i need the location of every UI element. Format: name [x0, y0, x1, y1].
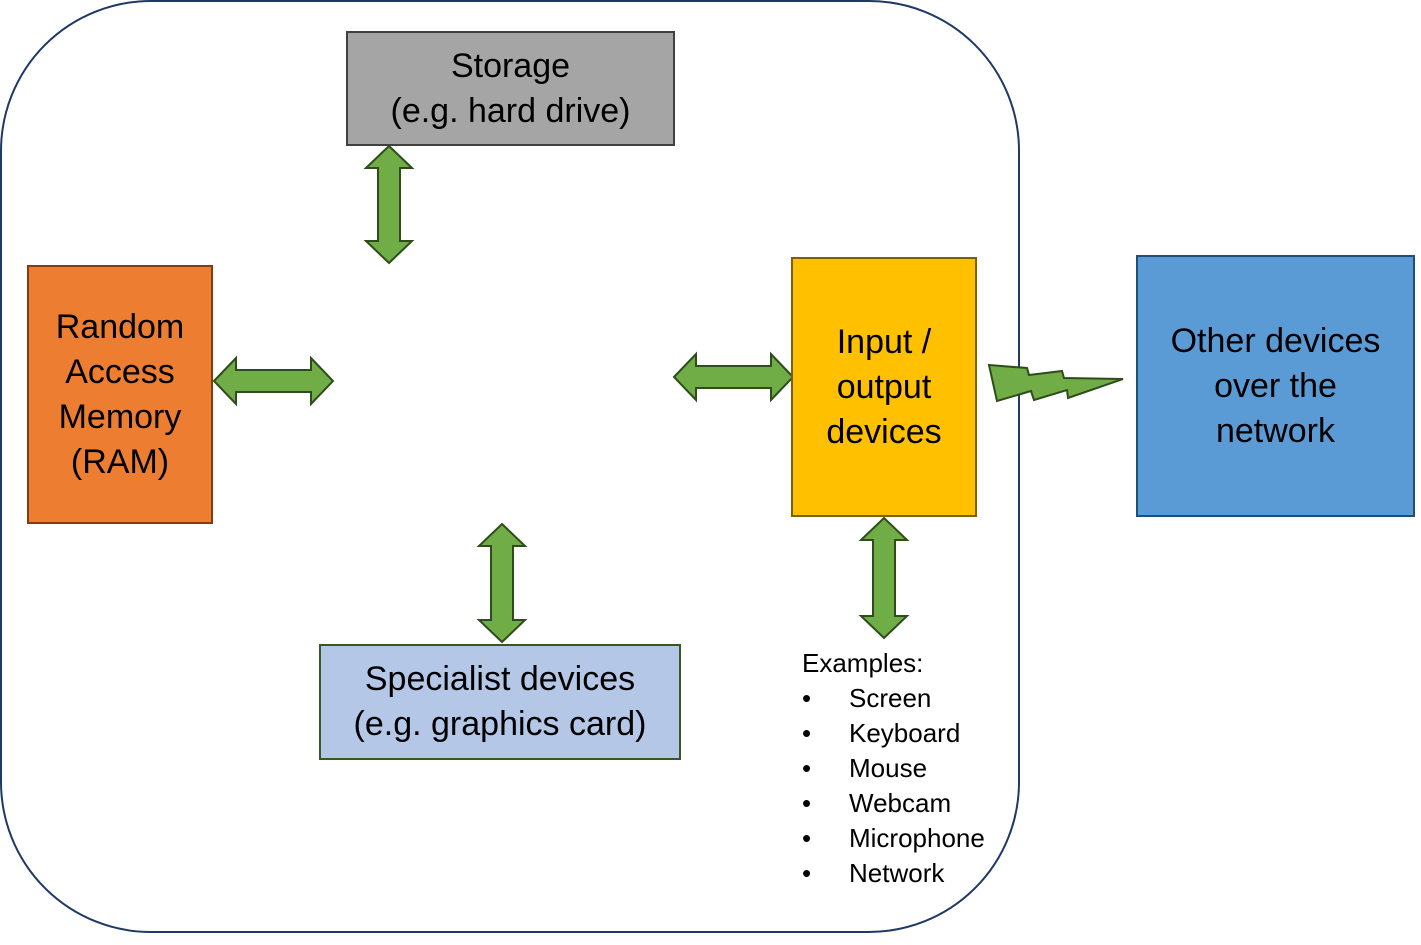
- bullet-icon: •: [802, 718, 812, 748]
- storage-box: Storage (e.g. hard drive): [346, 31, 675, 146]
- bullet-icon: •: [802, 753, 812, 783]
- example-label: Network: [849, 858, 945, 888]
- io-examples-list: Examples: •Screen•Keyboard•Mouse•Webcam•…: [802, 646, 985, 891]
- cpu-specialist-arrow-icon: [476, 522, 528, 644]
- example-label: Microphone: [849, 823, 985, 853]
- example-label: Keyboard: [849, 718, 961, 748]
- network-lightning-bolt: [987, 363, 1124, 403]
- example-item: • Screen: [802, 681, 985, 716]
- example-item: • Keyboard: [802, 716, 985, 751]
- io-box: Input / output devices: [791, 257, 977, 517]
- examples-heading: Examples:: [802, 648, 924, 678]
- network-box: Other devices over the network: [1136, 255, 1415, 517]
- computer-boundary: [0, 0, 1020, 933]
- example-item: • Mouse: [802, 751, 985, 786]
- example-label: Mouse: [849, 753, 928, 783]
- ram-cpu-arrow-icon: [212, 355, 335, 407]
- example-label: Webcam: [849, 788, 952, 818]
- io-label: Input / output devices: [826, 322, 942, 451]
- ram-box: Random Access Memory (RAM): [27, 265, 213, 524]
- bullet-icon: •: [802, 858, 812, 888]
- network-label: Other devices over the network: [1170, 321, 1381, 450]
- cpu-io-arrow-icon: [672, 351, 795, 403]
- ram-label: Random Access Memory (RAM): [55, 307, 185, 481]
- bullet-icon: •: [802, 683, 812, 713]
- example-item: • Microphone: [802, 821, 985, 856]
- io-examples-arrow-icon: [858, 516, 910, 640]
- bullet-icon: •: [802, 788, 812, 818]
- example-label: Screen: [849, 683, 932, 713]
- specialist-label: Specialist devices (e.g. graphics card): [353, 660, 647, 743]
- example-item: • Network: [802, 856, 985, 891]
- example-item: • Webcam: [802, 786, 985, 821]
- specialist-box: Specialist devices (e.g. graphics card): [319, 644, 681, 760]
- storage-cpu-arrow-icon: [363, 144, 415, 265]
- bullet-icon: •: [802, 823, 812, 853]
- storage-label: Storage (e.g. hard drive): [390, 46, 631, 130]
